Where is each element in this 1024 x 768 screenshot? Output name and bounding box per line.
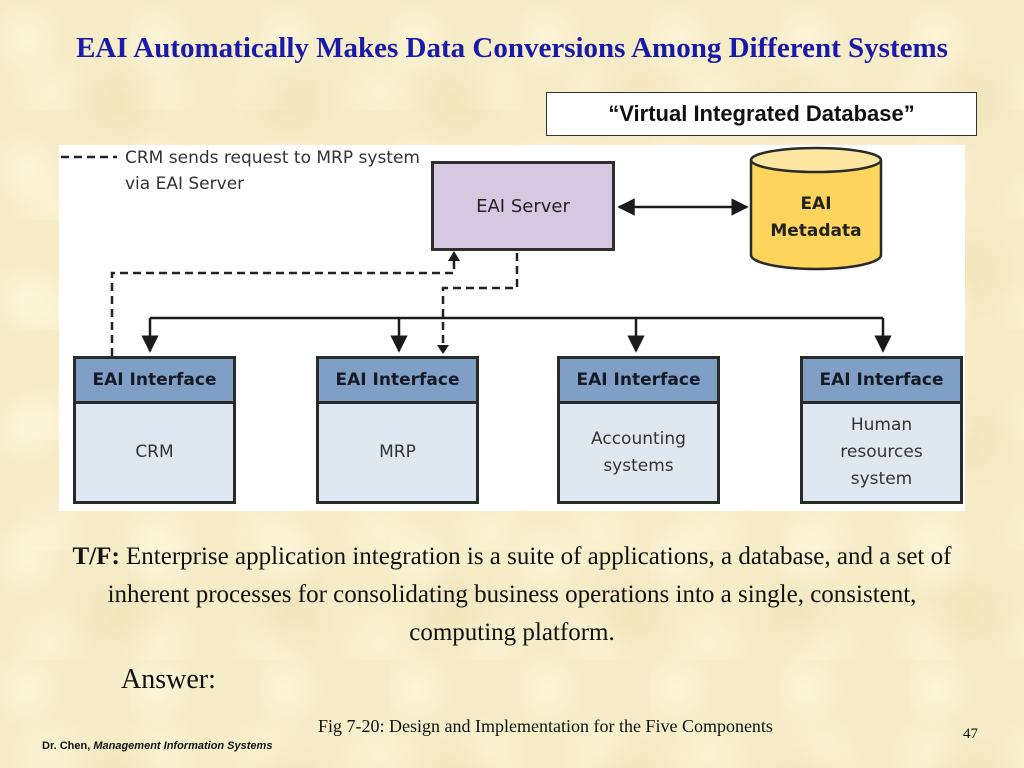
footer: Dr. Chen, Management Information Systems: [42, 740, 272, 752]
eai-diagram: CRM sends request to MRP system via EAI …: [59, 145, 965, 511]
figure-caption: Fig 7-20: Design and Implementation for …: [318, 716, 773, 736]
question-prefix: T/F:: [72, 543, 120, 570]
answer-label: Answer:: [121, 664, 216, 695]
virtual-integrated-database-label: “Virtual Integrated Database”: [546, 92, 977, 136]
interface-header: EAI Interface: [319, 359, 476, 404]
mrp-forward-arrowhead: [437, 345, 449, 354]
crm-request-arrowhead: [448, 251, 460, 261]
eai-server-box: EAI Server: [431, 161, 615, 251]
interface-system-label: Human resources system: [840, 415, 923, 489]
metadata-label-line1: EAI: [800, 194, 832, 214]
crm-request-path: [110, 257, 456, 356]
interface-header: EAI Interface: [803, 359, 960, 404]
metadata-label-line2: Metadata: [770, 221, 862, 241]
page-number: 47: [963, 726, 978, 742]
interface-header: EAI Interface: [560, 359, 717, 404]
true-false-question: T/F: Enterprise application integration …: [70, 538, 954, 652]
interface-header: EAI Interface: [76, 359, 233, 404]
question-text: Enterprise application integration is a …: [107, 543, 952, 646]
diagram-connectors: [61, 146, 892, 356]
interface-system-label: CRM: [135, 442, 174, 462]
mrp-forward-path: [441, 253, 519, 345]
footer-author: Dr. Chen,: [42, 740, 94, 752]
slide-title: EAI Automatically Makes Data Conversions…: [76, 32, 948, 64]
interface-system-label: MRP: [379, 442, 416, 462]
interface-crm: EAI Interface CRM: [73, 356, 236, 504]
footer-course: Management Information Systems: [93, 740, 273, 752]
distribution-bus: [141, 316, 892, 353]
interface-accounting: EAI Interface Accounting systems: [557, 356, 720, 504]
interface-system-label: Accounting systems: [591, 428, 686, 476]
interface-mrp: EAI Interface MRP: [316, 356, 479, 504]
legend-text: CRM sends request to MRP system via EAI …: [125, 148, 420, 194]
eai-server-label: EAI Server: [476, 195, 570, 217]
interface-hr: EAI Interface Human resources system: [800, 356, 963, 504]
metadata-cylinder: [749, 146, 883, 271]
metadata-label: EAI Metadata: [751, 191, 881, 245]
